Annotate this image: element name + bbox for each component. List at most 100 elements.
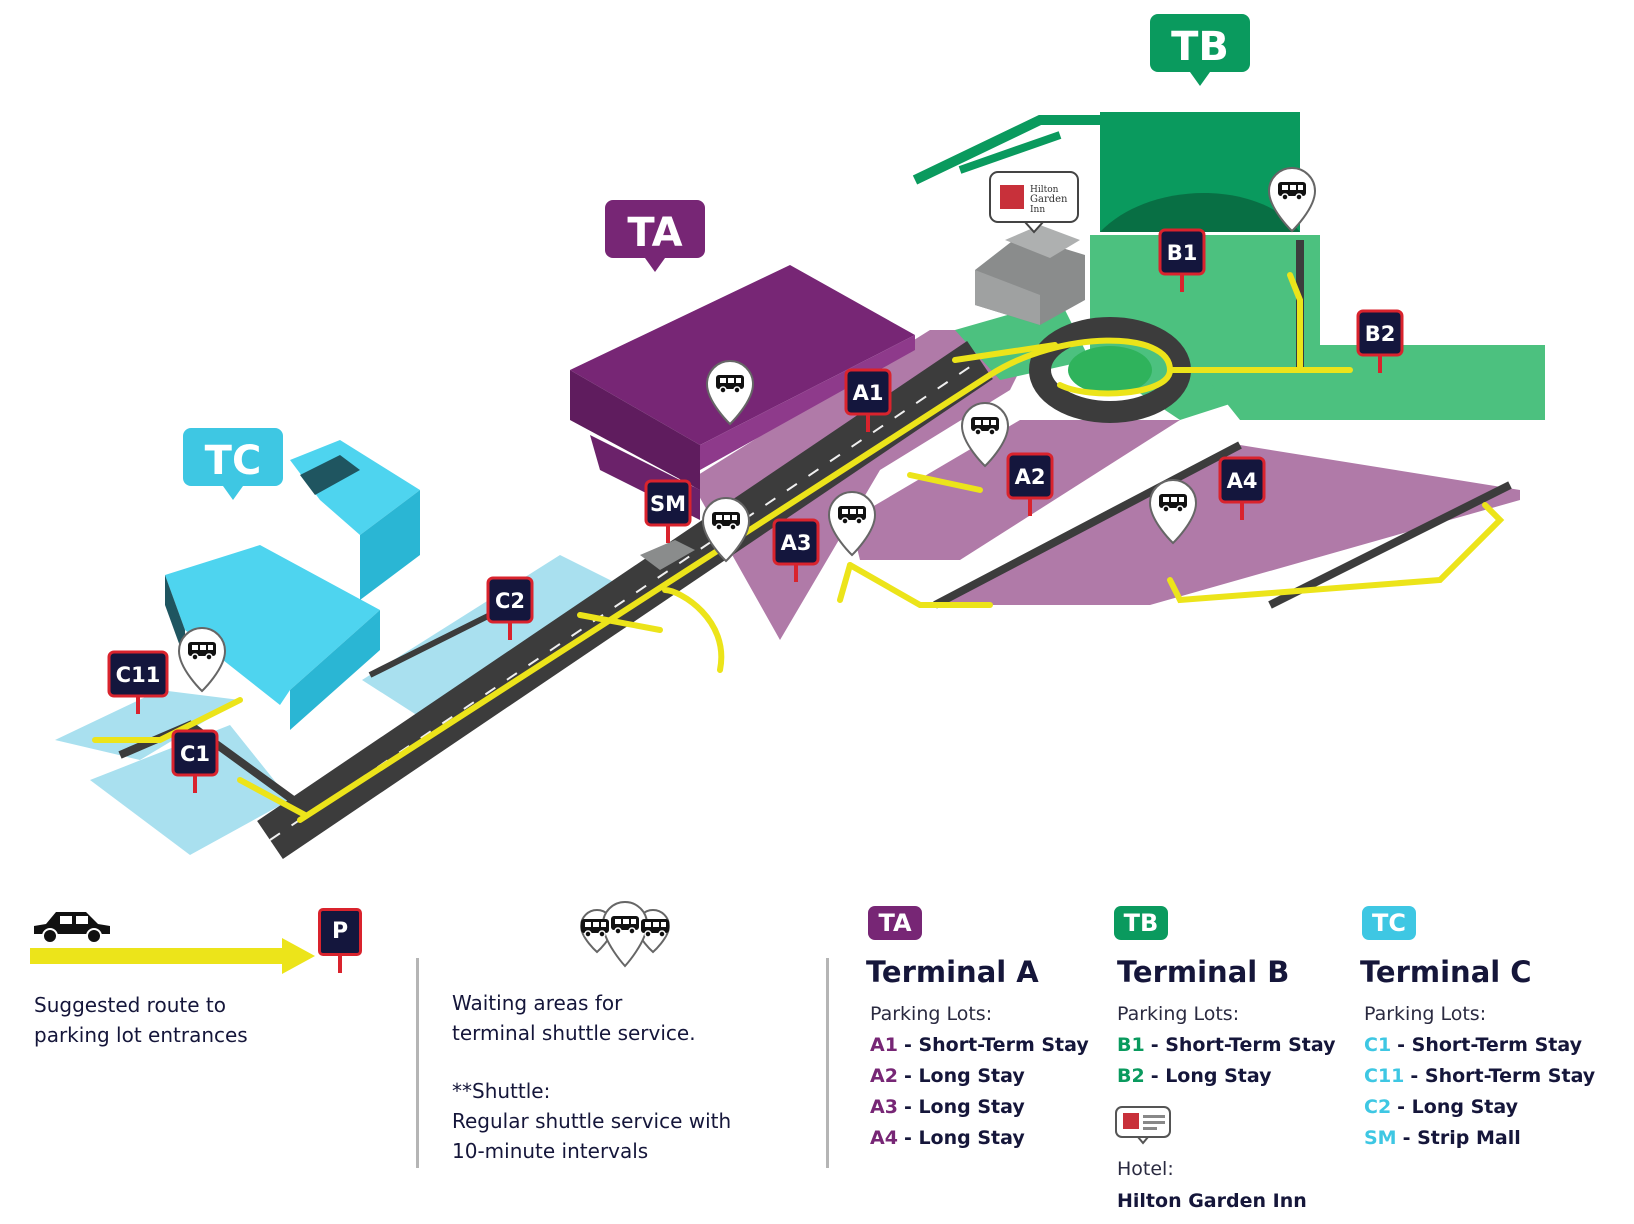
terminal-b-title: Terminal B xyxy=(1117,955,1290,989)
lot-legend-row: B2- Long Stay xyxy=(1117,1065,1272,1087)
lot-sign-c1: C1 xyxy=(171,729,219,793)
terminal-tc-label: TC xyxy=(205,438,262,484)
lot-description: - Long Stay xyxy=(903,1127,1025,1149)
terminal-a-lots-label: Parking Lots: xyxy=(870,1003,993,1025)
lot-code: A3 xyxy=(870,1096,898,1118)
hilton-logo-icon xyxy=(1000,185,1024,209)
terminal-ta-callout: TA xyxy=(605,200,705,272)
terminal-b-badge: TB xyxy=(1114,906,1168,940)
shuttle-pins xyxy=(177,166,1317,693)
lot-code: C1 xyxy=(1364,1034,1392,1056)
shuttle-pin-icon xyxy=(579,900,671,968)
lot-legend-row: A1- Short-Term Stay xyxy=(870,1034,1089,1056)
lot-sign-label-c11: C11 xyxy=(116,663,161,687)
parking-sign-icon: P xyxy=(318,908,362,973)
lot-description: - Strip Mall xyxy=(1402,1127,1521,1149)
lot-code: A1 xyxy=(870,1034,898,1056)
lot-sign-c11: C11 xyxy=(107,650,169,714)
shuttle-pin-icon xyxy=(701,496,751,563)
lot-area-hotel-green xyxy=(955,300,1090,380)
terminal-tb-label: TB xyxy=(1171,24,1229,70)
lot-sign-b1: B1 xyxy=(1158,228,1206,292)
lot-legend-row: A4- Long Stay xyxy=(870,1127,1025,1149)
lot-description: - Short-Term Stay xyxy=(1150,1034,1336,1056)
lot-sign-label-a3: A3 xyxy=(781,531,812,555)
lot-code: A2 xyxy=(870,1065,898,1087)
lot-sign-label-a2: A2 xyxy=(1015,465,1046,489)
shuttle-pin-icon xyxy=(960,401,1010,468)
parking-sign-label: P xyxy=(318,908,362,956)
shuttle-pin-icon xyxy=(1148,478,1198,545)
lot-sign-a3: A3 xyxy=(772,518,820,582)
lot-sign-label-c1: C1 xyxy=(180,742,210,766)
lot-legend-row: C2- Long Stay xyxy=(1364,1096,1518,1118)
lot-legend-row: C11- Short-Term Stay xyxy=(1364,1065,1595,1087)
terminal-b-building xyxy=(912,112,1300,232)
svg-text:Garden: Garden xyxy=(1030,194,1068,205)
lot-code: SM xyxy=(1364,1127,1397,1149)
shuttle-pin-icon xyxy=(1267,166,1317,233)
lot-sign-label-b1: B1 xyxy=(1167,241,1198,265)
lot-sign-a2: A2 xyxy=(1006,452,1054,516)
terminal-a-badge: TA xyxy=(868,906,922,940)
lot-sign-a4: A4 xyxy=(1218,456,1266,520)
hotel-label: Hotel: xyxy=(1117,1158,1174,1180)
legend-divider-1 xyxy=(416,958,419,1168)
lot-sign-label-a1: A1 xyxy=(853,381,884,405)
lot-sign-a1: A1 xyxy=(844,368,892,432)
lot-code: C11 xyxy=(1364,1065,1405,1087)
terminal-c-building xyxy=(165,440,420,730)
lot-sign-label-a4: A4 xyxy=(1227,469,1258,493)
hotel-sign: Hilton Garden Inn xyxy=(989,171,1079,234)
terminal-c-badge: TC xyxy=(1362,906,1416,940)
lot-sign-b2: B2 xyxy=(1356,309,1404,373)
lot-code: C2 xyxy=(1364,1096,1392,1118)
shuttle-pin-icon xyxy=(827,490,877,557)
hotel-building xyxy=(975,225,1085,325)
terminal-a-title: Terminal A xyxy=(866,955,1039,989)
terminal-tc-callout: TC xyxy=(183,428,283,500)
lot-area-c2 xyxy=(362,555,650,730)
terminal-c-title: Terminal C xyxy=(1360,955,1532,989)
svg-text:Hilton: Hilton xyxy=(1030,185,1059,195)
lot-area-a4 xyxy=(930,445,1520,605)
lot-legend-row: B1- Short-Term Stay xyxy=(1117,1034,1336,1056)
car-icon xyxy=(34,912,110,944)
lot-sign-sm: SM xyxy=(644,479,692,543)
hotel-logo-icon xyxy=(1115,1106,1171,1145)
lot-description: - Short-Term Stay xyxy=(1397,1034,1582,1056)
lot-sign-label-c2: C2 xyxy=(495,589,525,613)
shuttle-pin-icon xyxy=(177,626,227,693)
terminal-tb-callout: TB xyxy=(1150,14,1250,86)
lot-description: - Long Stay xyxy=(903,1096,1025,1118)
terminal-ta-label: TA xyxy=(627,210,682,256)
lot-sign-label-b2: B2 xyxy=(1365,322,1396,346)
terminal-b-lots-label: Parking Lots: xyxy=(1117,1003,1240,1025)
lot-description: - Long Stay xyxy=(903,1065,1025,1087)
lot-description: - Long Stay xyxy=(1150,1065,1272,1087)
lot-legend-row: SM- Strip Mall xyxy=(1364,1127,1521,1149)
hotel-name: Hilton Garden Inn xyxy=(1117,1190,1307,1212)
strip-mall-building xyxy=(640,540,695,570)
lot-legend-row: A3- Long Stay xyxy=(870,1096,1025,1118)
shuttle-legend-text: Waiting areas for terminal shuttle servi… xyxy=(452,991,732,1163)
route-legend-text: Suggested route to parking lot entrances xyxy=(34,993,248,1047)
terminal-c-lots-label: Parking Lots: xyxy=(1364,1003,1487,1025)
route-arrow-icon xyxy=(30,938,315,974)
lot-code: B2 xyxy=(1117,1065,1145,1087)
lot-description: - Short-Term Stay xyxy=(903,1034,1089,1056)
lot-description: - Short-Term Stay xyxy=(1410,1065,1596,1087)
lot-legend-row: C1- Short-Term Stay xyxy=(1364,1034,1582,1056)
legend-divider-2 xyxy=(826,958,829,1168)
suggested-routes xyxy=(92,272,1505,823)
svg-text:Inn: Inn xyxy=(1030,205,1045,215)
shuttle-pin-icon xyxy=(705,359,755,426)
lot-code: A4 xyxy=(870,1127,898,1149)
lot-description: - Long Stay xyxy=(1397,1096,1518,1118)
lot-sign-label-sm: SM xyxy=(650,492,686,516)
lot-code: B1 xyxy=(1117,1034,1145,1056)
lot-sign-c2: C2 xyxy=(486,576,534,640)
lot-area-b2 xyxy=(1180,345,1545,420)
